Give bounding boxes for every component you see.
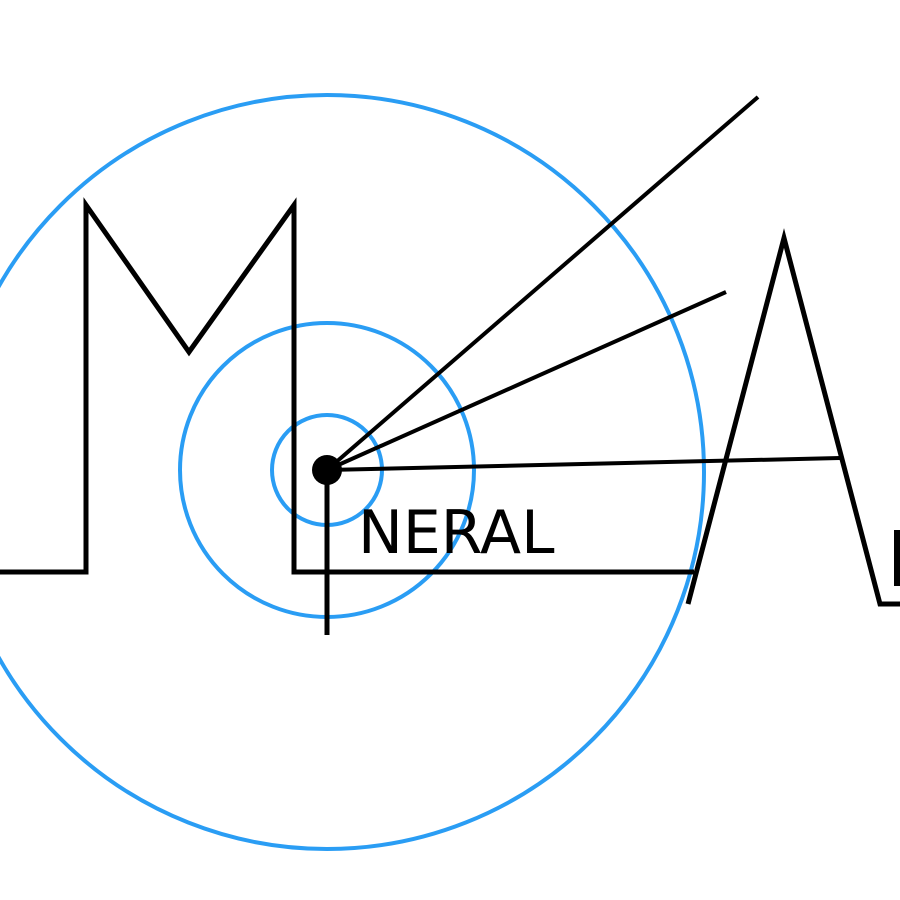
ray-upper [325, 95, 760, 472]
letterforms [0, 95, 900, 635]
ray-middle [326, 290, 727, 472]
cropped-letter-fragment [894, 530, 900, 586]
outer-circle [0, 93, 706, 851]
letter-i-dot [312, 455, 342, 485]
a-crossbar-ray [326, 456, 841, 472]
letter-m [0, 197, 694, 575]
letter-a [685, 228, 900, 607]
logo-word: NERAL [358, 498, 555, 568]
concentric-circles [0, 93, 706, 851]
